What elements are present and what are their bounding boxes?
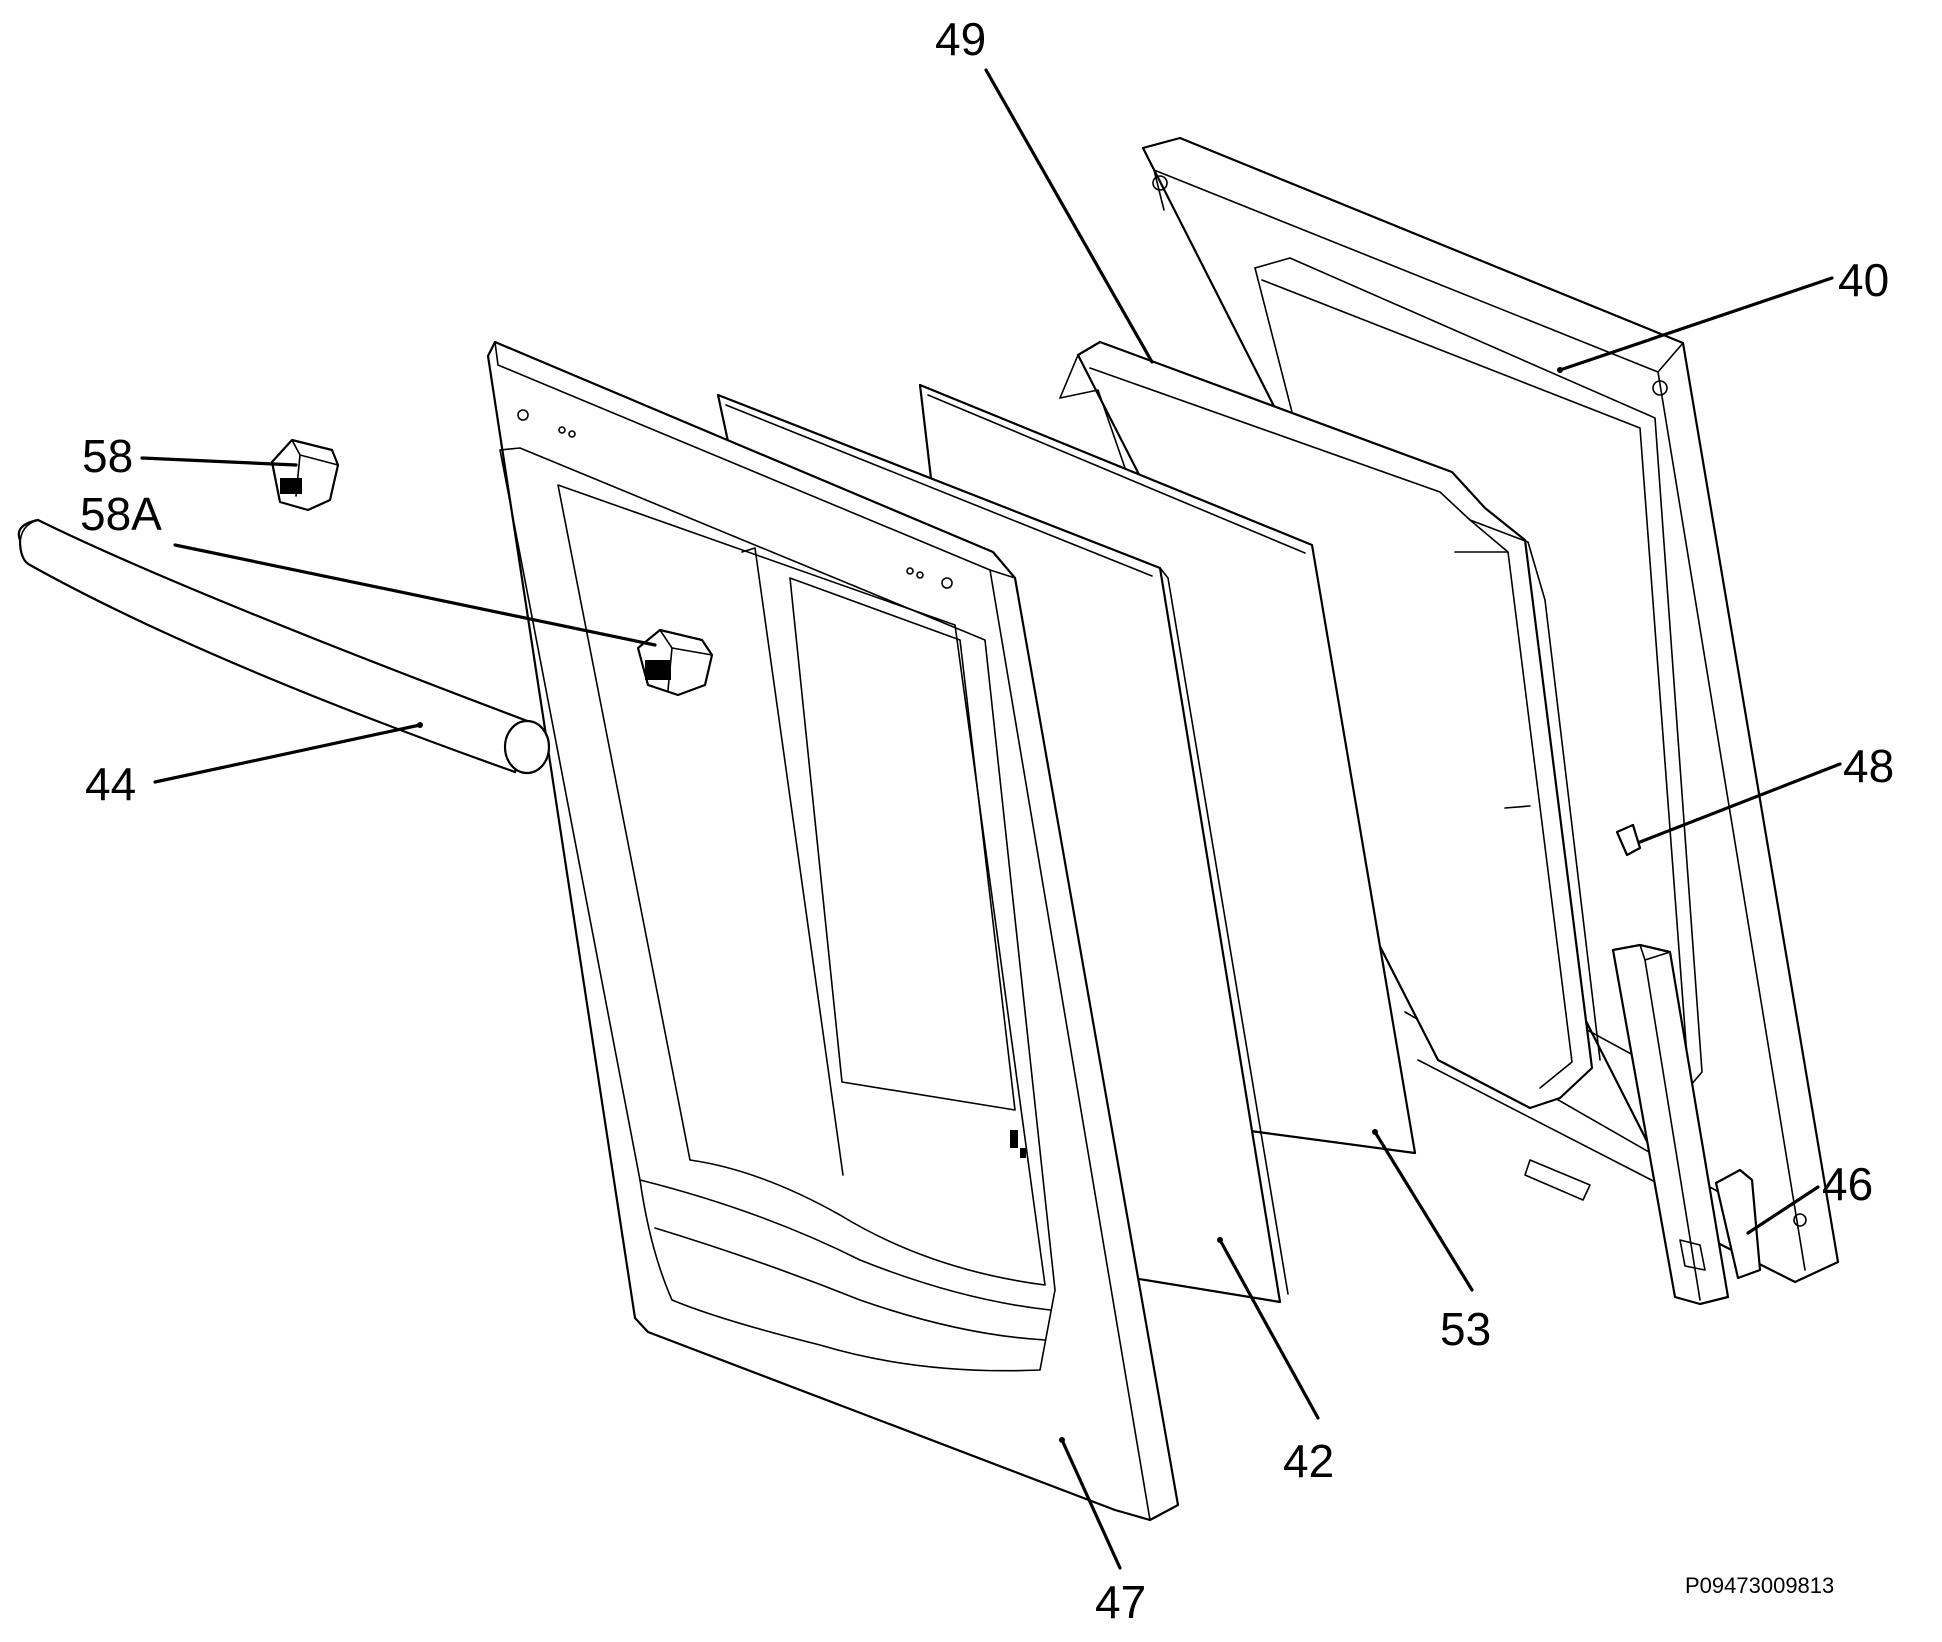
callout-40: 40 [1838,254,1889,306]
leader-53 [1373,1130,1474,1292]
leader-49 [984,68,1154,364]
callout-58: 58 [82,430,133,482]
leader-58 [140,456,298,467]
part-44-handle [17,518,551,775]
drawing-code: P09473009813 [1685,1573,1834,1598]
leader-47 [1060,1438,1122,1570]
leader-48 [1638,762,1842,844]
leader-44 [153,723,422,784]
part-58a-end-cap [636,628,714,697]
leader-lines [140,68,1842,1570]
callout-53: 53 [1440,1303,1491,1355]
callout-48: 48 [1843,740,1894,792]
callout-58a: 58A [80,488,162,540]
part-58-end-cap [270,438,340,512]
callout-47: 47 [1095,1576,1146,1628]
callout-49: 49 [935,13,986,65]
leader-58a [173,543,657,647]
callout-42: 42 [1283,1435,1334,1487]
leader-42 [1218,1238,1320,1420]
part-46-hinge-bracket [1611,943,1762,1306]
callout-44: 44 [85,758,136,810]
part-48-clip [1615,823,1642,857]
leader-40 [1558,276,1834,372]
callout-46: 46 [1822,1158,1873,1210]
leader-46 [1746,1185,1820,1235]
